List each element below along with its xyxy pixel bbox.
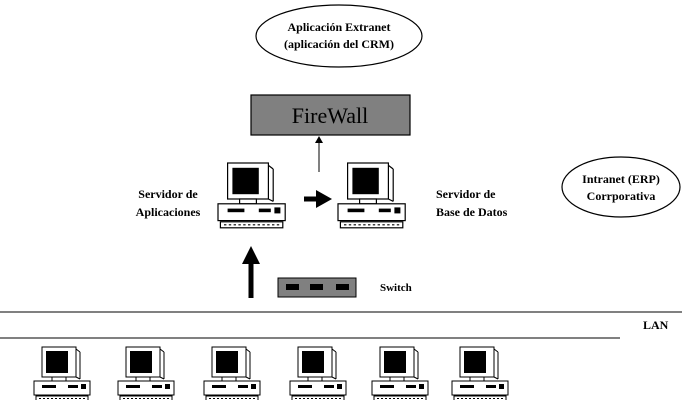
workstation-computer-icon-3	[203, 346, 261, 400]
switch-label: Switch	[380, 282, 412, 294]
db-server-label-line2: Base de Datos	[436, 205, 508, 219]
db-server-computer-icon	[337, 162, 406, 229]
extranet-label-line1: Aplicación Extranet	[288, 20, 391, 34]
workstation-computer-icon-2	[117, 346, 175, 400]
arrow-lan-to-app-server-head	[242, 246, 260, 264]
arrow-app-to-db-head	[316, 190, 332, 208]
app-server-computer-icon	[217, 162, 286, 229]
intranet-label-line2: Corrporativa	[587, 189, 656, 203]
intranet-ellipse	[561, 156, 681, 218]
arrow-to-firewall-head	[315, 136, 323, 143]
workstation-computer-icon-1	[33, 346, 91, 400]
db-server-label-line1: Servidor de	[436, 187, 496, 201]
extranet-label-line2: (aplicación del CRM)	[284, 37, 394, 51]
app-server-label-line2: Aplicaciones	[136, 205, 201, 219]
firewall-label: FireWall	[292, 103, 368, 128]
network-switch-icon	[277, 277, 357, 298]
lan-label: LAN	[643, 318, 669, 332]
extranet-ellipse	[255, 4, 423, 68]
workstation-computer-icon-5	[371, 346, 429, 400]
firewall-box	[250, 94, 411, 136]
app-server-label-line1: Servidor de	[138, 187, 198, 201]
workstation-computer-icon-4	[289, 346, 347, 400]
workstation-computer-icon-6	[451, 346, 509, 400]
intranet-label-line1: Intranet (ERP)	[582, 172, 660, 186]
